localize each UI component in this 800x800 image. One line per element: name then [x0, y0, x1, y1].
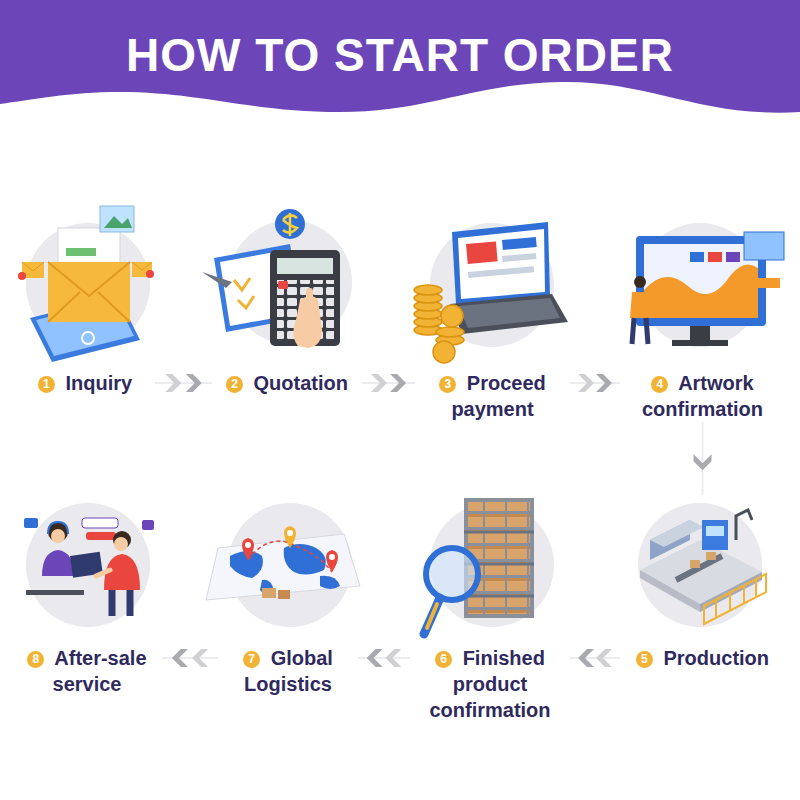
- production-illustration: [640, 510, 766, 624]
- step-label: 6 Finished product confirmation: [410, 645, 570, 723]
- step-label: 2 Quotation: [212, 370, 362, 396]
- flow-arrow: [155, 374, 212, 392]
- flow-arrow: [694, 422, 712, 495]
- step-number: 7: [243, 651, 260, 668]
- quotation-illustration: [202, 209, 340, 348]
- payment-illustration: [414, 222, 568, 363]
- flow-arrow: [358, 649, 410, 667]
- step-number: 2: [226, 376, 243, 393]
- step-number: 6: [435, 651, 452, 668]
- step-title: Proceed payment: [451, 372, 545, 420]
- step-title: Inquiry: [65, 372, 132, 394]
- flow-arrow: [162, 649, 218, 667]
- flow-arrow: [570, 649, 620, 667]
- service-illustration: [24, 518, 154, 616]
- step-node: 7 Global Logistics: [218, 495, 358, 697]
- step-number: 1: [38, 376, 55, 393]
- step-label: 8 After-sale service: [12, 645, 162, 697]
- flow-arrow: [570, 374, 620, 392]
- step-node: 2 Quotation: [212, 215, 362, 396]
- step-title: Quotation: [254, 372, 348, 394]
- inquiry-illustration: [18, 206, 154, 362]
- step-number: 3: [439, 376, 456, 393]
- step-title: Production: [664, 647, 770, 669]
- header-band: [0, 0, 800, 113]
- step-number: 4: [651, 376, 668, 393]
- artwork-illustration: [630, 232, 784, 346]
- step-number: 5: [636, 651, 653, 668]
- step-label: 5 Production: [620, 645, 785, 671]
- step-node: 6 Finished product confirmation: [410, 495, 570, 723]
- inspection-illustration: [424, 498, 534, 634]
- step-label: 1 Inquiry: [15, 370, 155, 396]
- step-label: 7 Global Logistics: [218, 645, 358, 697]
- step-node: 4 Artwork confirmation: [620, 215, 785, 422]
- icon-discs: [26, 220, 762, 627]
- step-title: After-sale service: [53, 647, 147, 695]
- step-node: 8 After-sale service: [12, 495, 162, 697]
- flow-arrow: [362, 374, 415, 392]
- step-number: 8: [27, 651, 44, 668]
- step-label: 4 Artwork confirmation: [620, 370, 785, 422]
- step-node: 5 Production: [620, 495, 785, 671]
- step-node: 1 Inquiry: [15, 215, 155, 396]
- step-node: 3 Proceed payment: [415, 215, 570, 422]
- step-label: 3 Proceed payment: [415, 370, 570, 422]
- page-title: HOW TO START ORDER: [0, 28, 800, 82]
- logistics-illustration: [206, 526, 360, 600]
